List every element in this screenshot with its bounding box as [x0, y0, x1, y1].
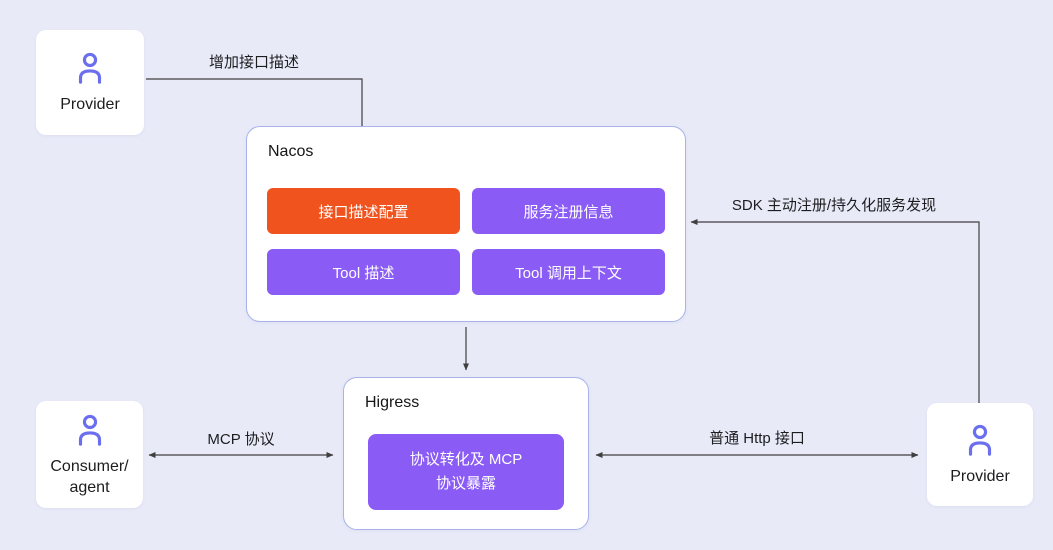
edge-label-add-interface: 增加接口描述 — [208, 54, 299, 71]
nacos-blocks-grid: 接口描述配置 服务注册信息 Tool 描述 Tool 调用上下文 — [267, 188, 665, 295]
provider-right-label: Provider — [950, 468, 1010, 485]
provider-top-label: Provider — [60, 96, 120, 113]
higress-title: Higress — [365, 394, 420, 411]
provider-top-card: Provider — [36, 30, 144, 135]
provider-right-card: Provider — [927, 403, 1033, 506]
person-icon — [71, 412, 109, 450]
nacos-block-tool-description: Tool 描述 — [267, 249, 460, 295]
nacos-panel: Nacos 接口描述配置 服务注册信息 Tool 描述 Tool 调用上下文 — [246, 126, 686, 322]
consumer-agent-label-line1: Consumer/ — [50, 457, 129, 475]
higress-block-line2: 协议暴露 — [435, 475, 496, 492]
higress-block-protocol-conversion: 协议转化及 MCP 协议暴露 — [368, 434, 564, 510]
edge-sdk-register-line — [690, 219, 980, 403]
edge-label-http-interface: 普通 Http 接口 — [709, 430, 805, 447]
nacos-title: Nacos — [268, 143, 314, 160]
nacos-block-interface-desc-config: 接口描述配置 — [267, 188, 460, 234]
consumer-agent-label: Consumer/ agent — [50, 456, 128, 498]
higress-block-line1: 协议转化及 MCP — [409, 451, 523, 468]
edge-label-mcp-protocol: MCP 协议 — [207, 431, 275, 448]
consumer-agent-label-line2: agent — [69, 478, 110, 496]
nacos-block-service-registry-info: 服务注册信息 — [472, 188, 665, 234]
person-icon — [961, 422, 999, 460]
consumer-agent-card: Consumer/ agent — [36, 401, 143, 508]
higress-panel: Higress 协议转化及 MCP 协议暴露 — [343, 377, 589, 530]
person-icon — [71, 50, 109, 88]
edge-label-sdk-register: SDK 主动注册/持久化服务发现 — [731, 197, 937, 214]
nacos-block-tool-call-context: Tool 调用上下文 — [472, 249, 665, 295]
